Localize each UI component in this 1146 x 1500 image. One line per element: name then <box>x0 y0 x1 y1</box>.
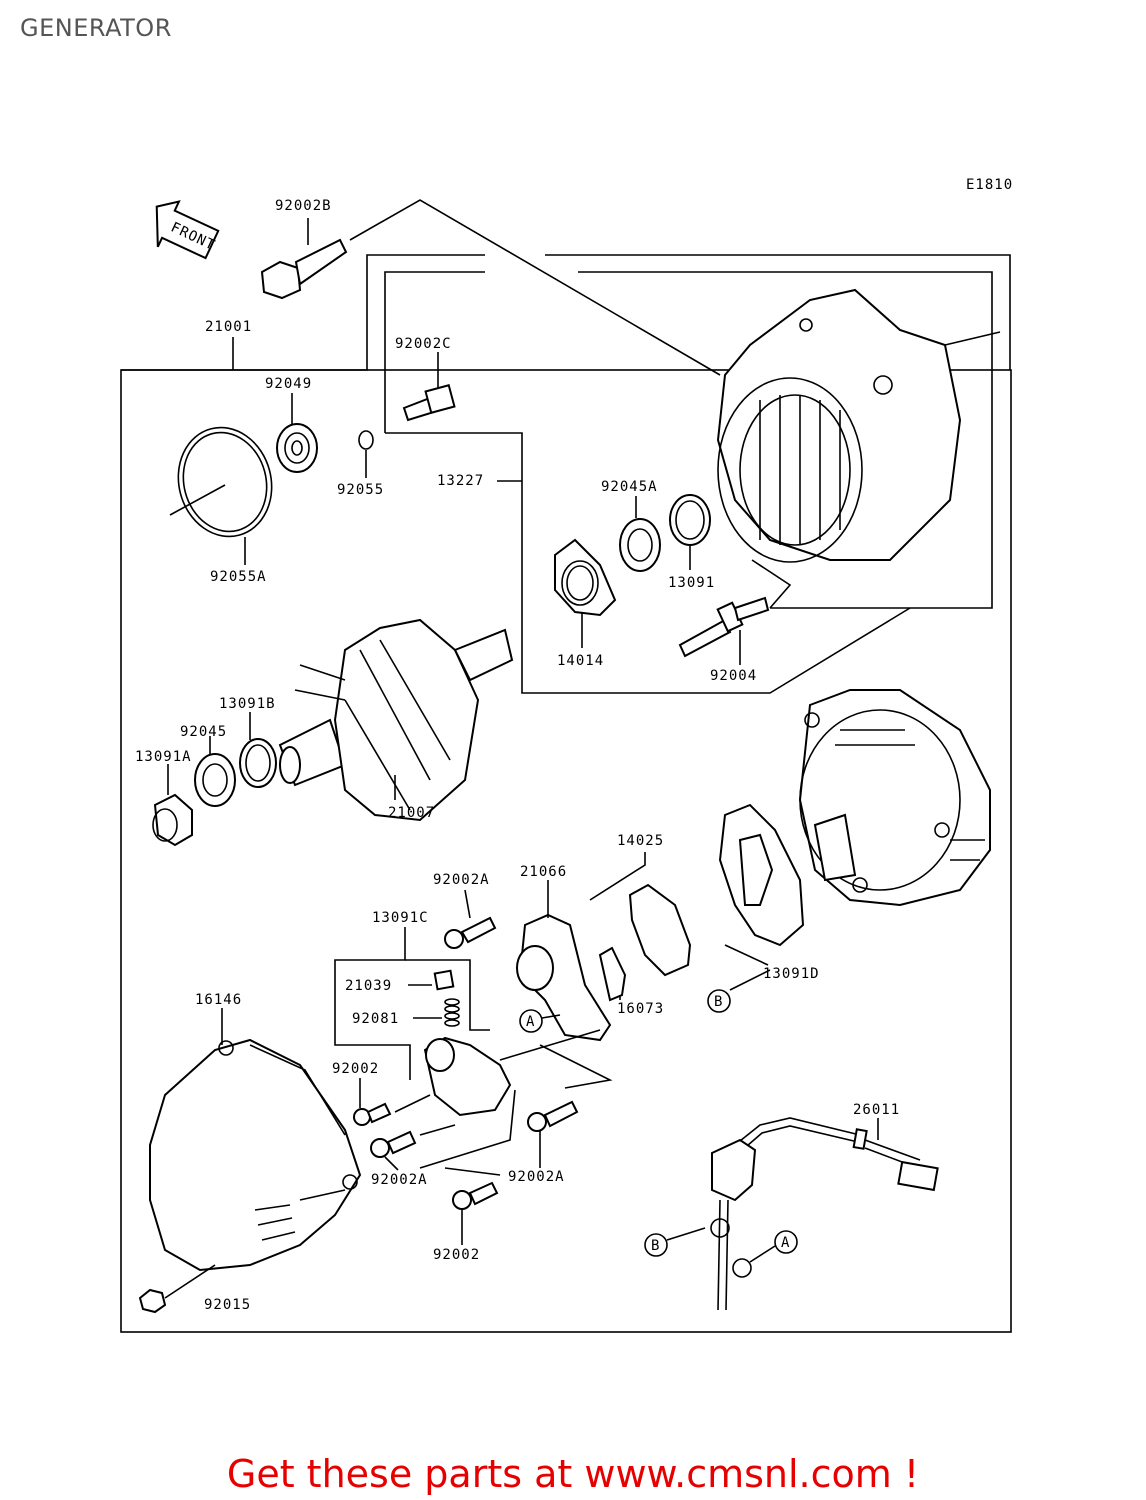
page-title: GENERATOR <box>20 14 172 42</box>
label-92049: 92049 <box>265 376 312 392</box>
rear-cover <box>798 689 991 907</box>
label-21039: 21039 <box>345 978 392 994</box>
ref-b-marker-upper <box>707 989 731 1013</box>
label-92055: 92055 <box>337 482 384 498</box>
label-13091: 13091 <box>668 575 715 591</box>
leader-92002A-left <box>384 1156 399 1171</box>
ref-a-marker-upper <box>519 1009 543 1033</box>
bracket-21001-right <box>545 254 1011 370</box>
label-16073: 16073 <box>617 1001 664 1017</box>
ref-a-marker-lower <box>774 1230 798 1254</box>
label-13227: 13227 <box>437 473 484 489</box>
generator-housing <box>716 288 1001 563</box>
screw-92002A-upper <box>444 916 497 949</box>
label-92004: 92004 <box>710 668 757 684</box>
outer-frame <box>120 369 1012 1333</box>
label-92002C: 92002C <box>395 336 452 352</box>
o-ring-92055A <box>177 426 273 538</box>
stud-92004 <box>678 596 770 658</box>
collar-13091A <box>152 793 193 847</box>
bracket-13091C <box>334 927 411 1080</box>
screw-92002A-right <box>527 1100 579 1132</box>
generator-diagram: FRONT E1810 <box>120 177 1013 1333</box>
label-92045: 92045 <box>180 724 227 740</box>
label-16146: 16146 <box>195 992 242 1008</box>
label-13091B: 13091B <box>219 696 276 712</box>
harness-26011 <box>710 1117 939 1311</box>
ref-a-label-upper: A <box>526 1014 535 1030</box>
label-92055A: 92055A <box>210 569 267 585</box>
seal-14014 <box>554 538 617 617</box>
screw-92002-bottom <box>452 1181 499 1210</box>
footer-promo-text[interactable]: Get these parts at www.cmsnl.com ! <box>226 1452 920 1496</box>
bearing-92049 <box>276 423 318 473</box>
bracket-13227-bottom <box>385 432 911 694</box>
bolt-92015 <box>138 1288 167 1314</box>
label-92002A-right: 92002A <box>508 1169 565 1185</box>
regulator-21066 <box>516 913 612 1042</box>
bolt-92002B <box>260 218 348 300</box>
label-13091D: 13091D <box>763 966 820 982</box>
label-21066: 21066 <box>520 864 567 880</box>
spring-92081 <box>444 998 460 1027</box>
leader-92015 <box>164 1264 216 1299</box>
diagram-code: E1810 <box>966 177 1013 193</box>
label-92002-left: 92002 <box>332 1061 379 1077</box>
label-21001: 21001 <box>205 319 252 335</box>
label-92081: 92081 <box>352 1011 399 1027</box>
bearing-92045A <box>619 518 661 572</box>
label-14014: 14014 <box>557 653 604 669</box>
label-92045A: 92045A <box>601 479 658 495</box>
label-14025: 14025 <box>617 833 664 849</box>
label-92002B: 92002B <box>275 198 332 214</box>
ring-92055 <box>358 430 374 450</box>
label-92015: 92015 <box>204 1297 251 1313</box>
ref-b-label-upper: B <box>714 994 723 1010</box>
label-92002-bottom: 92002 <box>433 1247 480 1263</box>
ref-b-marker-lower <box>644 1233 668 1257</box>
screw-92002-left <box>353 1102 392 1126</box>
ref-b-label-lower: B <box>651 1238 660 1254</box>
label-21007: 21007 <box>388 805 435 821</box>
label-26011: 26011 <box>853 1102 900 1118</box>
label-92002A-upper: 92002A <box>433 872 490 888</box>
brush-plate <box>598 883 692 1002</box>
brush-21039 <box>433 969 455 991</box>
bracket-13227-right <box>578 271 993 609</box>
bearing-92045 <box>194 753 236 807</box>
screw-92002C <box>402 384 456 422</box>
front-arrow-icon: FRONT <box>155 200 220 260</box>
bracket-21001 <box>121 254 485 371</box>
cover-16146 <box>149 1038 362 1272</box>
leader-92002B-to-housing <box>349 199 721 376</box>
rotor-21007 <box>278 618 514 822</box>
label-13091C: 13091C <box>372 910 429 926</box>
leader-92002A-upper <box>464 889 471 919</box>
label-92002A-left: 92002A <box>371 1172 428 1188</box>
label-13091A: 13091A <box>135 749 192 765</box>
leader-13091D <box>724 944 769 966</box>
leader-14025 <box>589 852 646 901</box>
screw-92002A-left <box>370 1130 417 1158</box>
brush-holder-14025 <box>718 803 805 947</box>
bracket-13227 <box>384 271 485 433</box>
ref-a-label-lower: A <box>781 1235 790 1251</box>
brush-holder-lower <box>423 1036 512 1117</box>
